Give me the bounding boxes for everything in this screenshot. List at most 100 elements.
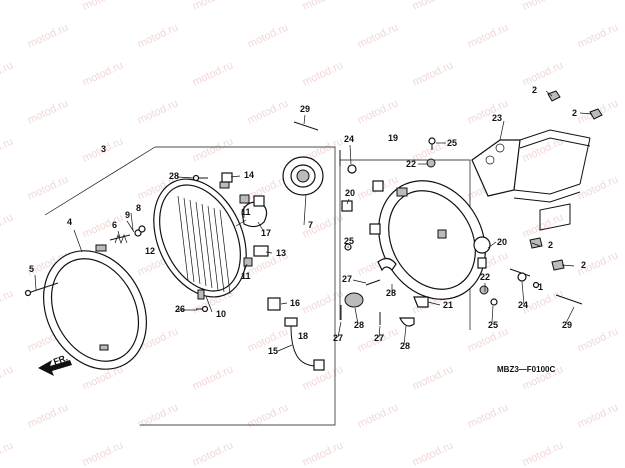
callout-28c: 28 bbox=[354, 320, 364, 330]
callout-25c: 25 bbox=[488, 320, 498, 330]
callout-6: 6 bbox=[112, 220, 117, 230]
watermark-text: motod.ru bbox=[191, 439, 235, 468]
watermark-text: motod.ru bbox=[0, 363, 15, 392]
leader-line bbox=[346, 198, 350, 205]
part-stud-1 bbox=[509, 268, 540, 289]
part-bolt-24-lower bbox=[517, 272, 527, 282]
leader-line bbox=[126, 220, 135, 233]
callout-27b: 27 bbox=[333, 333, 343, 343]
callout-8: 8 bbox=[136, 203, 141, 213]
callout-29b: 29 bbox=[562, 320, 572, 330]
callout-20a: 20 bbox=[345, 188, 355, 198]
leader-line bbox=[349, 144, 352, 165]
watermark-text: motod.ru bbox=[246, 97, 290, 126]
watermark-text: motod.ru bbox=[466, 401, 510, 430]
lens-line bbox=[177, 195, 189, 281]
watermark-text: motod.ru bbox=[0, 0, 15, 13]
part-bolt-25-upper bbox=[428, 137, 436, 150]
group-frame-headlight bbox=[44, 146, 336, 426]
watermark-text: motod.ru bbox=[521, 59, 565, 88]
part-nut-11-upper bbox=[239, 194, 250, 204]
watermark-text: motod.ru bbox=[26, 21, 70, 50]
leader-line bbox=[257, 221, 265, 233]
callout-16: 16 bbox=[290, 298, 300, 308]
part-nut-2-d bbox=[551, 259, 565, 271]
watermark-text: motod.ru bbox=[576, 401, 620, 430]
part-clamp-6 bbox=[341, 200, 353, 212]
front-label: FR. bbox=[52, 353, 69, 367]
part-nut-2-c bbox=[529, 237, 543, 249]
watermark-text: motod.ru bbox=[301, 287, 345, 316]
part-clip-14 bbox=[221, 172, 233, 183]
watermark-text: motod.ru bbox=[0, 59, 15, 88]
leader-line bbox=[34, 274, 37, 291]
leader-line bbox=[521, 281, 525, 305]
part-bracket-13 bbox=[243, 245, 269, 267]
callout-2a: 2 bbox=[532, 85, 537, 95]
lens-line bbox=[195, 201, 207, 287]
callout-2b: 2 bbox=[572, 108, 577, 118]
leader-line bbox=[243, 263, 248, 273]
callout-11b: 11 bbox=[241, 271, 251, 281]
part-headlight-stay bbox=[471, 129, 591, 231]
callout-17: 17 bbox=[261, 228, 271, 238]
callout-14: 14 bbox=[244, 170, 254, 180]
watermark-text: motod.ru bbox=[26, 401, 70, 430]
leader-line bbox=[117, 230, 121, 239]
leader-line bbox=[579, 112, 593, 115]
watermark-text: motod.ru bbox=[301, 439, 345, 468]
diagram-code: MBZ3—F0100C bbox=[497, 365, 555, 374]
leader-line bbox=[303, 193, 307, 226]
callout-1: 1 bbox=[538, 282, 543, 292]
watermark-text: motod.ru bbox=[136, 21, 180, 50]
watermark-text: motod.ru bbox=[301, 0, 345, 13]
part-screw-26 bbox=[196, 305, 209, 313]
callout-15: 15 bbox=[268, 346, 278, 356]
leader-line bbox=[176, 176, 195, 179]
watermark-text: motod.ru bbox=[191, 363, 235, 392]
callout-20b: 20 bbox=[497, 237, 507, 247]
leader-line bbox=[280, 302, 288, 305]
lens-line bbox=[219, 209, 231, 295]
callout-24a: 24 bbox=[344, 134, 354, 144]
watermark-text: motod.ru bbox=[136, 97, 180, 126]
callout-12: 12 bbox=[145, 246, 155, 256]
leader-line bbox=[561, 264, 575, 267]
watermark-text: motod.ru bbox=[26, 173, 70, 202]
part-screw-27-a bbox=[365, 279, 381, 286]
part-screw-5 bbox=[24, 282, 59, 297]
leader-line bbox=[403, 325, 407, 346]
callout-4: 4 bbox=[67, 217, 72, 227]
watermark-text: motod.ru bbox=[411, 363, 455, 392]
callout-23: 23 bbox=[492, 113, 502, 123]
watermark-text: motod.ru bbox=[0, 439, 15, 468]
part-headlight-case bbox=[378, 180, 491, 300]
part-bolt-29-upper bbox=[293, 121, 319, 131]
lens-line bbox=[207, 205, 219, 291]
callout-9: 9 bbox=[125, 210, 130, 220]
callout-27a: 27 bbox=[342, 274, 352, 284]
watermark-text: motod.ru bbox=[576, 325, 620, 354]
lens-line bbox=[183, 197, 195, 283]
leader-line bbox=[230, 175, 241, 178]
watermark-text: motod.ru bbox=[576, 173, 620, 202]
watermark-text: motod.ru bbox=[0, 135, 15, 164]
part-screw-28-upper bbox=[192, 174, 208, 182]
leader-line bbox=[303, 114, 306, 125]
watermark-text: motod.ru bbox=[576, 21, 620, 50]
part-clamp-28-c bbox=[399, 317, 415, 327]
leader-line bbox=[427, 301, 441, 306]
watermark-text: motod.ru bbox=[521, 439, 565, 468]
leader-line bbox=[277, 344, 293, 352]
part-grommet-22-lower bbox=[479, 285, 489, 295]
callout-2d: 2 bbox=[581, 260, 586, 270]
watermark-text: motod.ru bbox=[26, 97, 70, 126]
part-headlight-rim bbox=[42, 244, 148, 370]
part-bracket-21 bbox=[413, 296, 429, 308]
watermark-text: motod.ru bbox=[0, 287, 15, 316]
leader-lines bbox=[34, 90, 593, 352]
part-grommet-18 bbox=[369, 223, 381, 235]
callout-29a: 29 bbox=[300, 104, 310, 114]
callout-26: 26 bbox=[175, 304, 185, 314]
